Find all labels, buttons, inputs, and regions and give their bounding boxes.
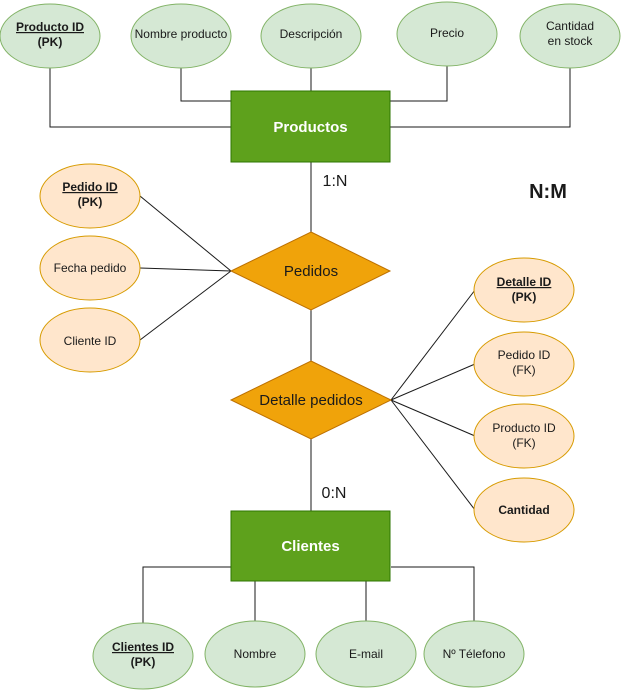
attribute-cantidad-stock[interactable]: Cantidad en stock xyxy=(519,3,621,69)
line-clientes-id xyxy=(142,566,231,624)
line-fecha-pedido xyxy=(139,267,232,272)
line-detalle-cantidad xyxy=(390,399,476,511)
attribute-nombre-producto[interactable]: Nombre producto xyxy=(130,3,232,69)
attribute-email-label: E-mail xyxy=(349,647,383,661)
line-nombre-producto xyxy=(180,68,231,102)
connector-lines xyxy=(49,66,571,624)
attribute-clientes-id-key: (PK) xyxy=(131,655,156,669)
attribute-detalle-pedido-id[interactable]: Pedido ID (FK) xyxy=(473,331,575,397)
cardinality-1n: 1:N xyxy=(323,173,348,190)
attribute-pedido-id-key: (PK) xyxy=(78,195,103,209)
attribute-clientes-id[interactable]: Clientes ID (PK) xyxy=(92,622,194,690)
cardinality-0n: 0:N xyxy=(322,485,347,502)
attribute-telefono[interactable]: Nº Télefono xyxy=(423,620,525,688)
attribute-precio-label: Precio xyxy=(430,26,464,40)
line-detalle-producto-id xyxy=(390,399,476,437)
relationship-detalle-pedidos-label: Detalle pedidos xyxy=(259,392,362,409)
attribute-fecha-pedido[interactable]: Fecha pedido xyxy=(39,235,141,301)
attribute-cliente-id[interactable]: Cliente ID xyxy=(39,307,141,373)
attribute-precio[interactable]: Precio xyxy=(396,1,498,67)
relationship-pedidos[interactable]: Pedidos xyxy=(229,231,392,311)
line-pedido-id xyxy=(139,195,232,272)
line-producto-id xyxy=(49,68,231,128)
line-precio xyxy=(390,66,448,102)
entity-productos-label: Productos xyxy=(273,119,347,136)
attribute-cantidad[interactable]: Cantidad xyxy=(473,477,575,543)
attribute-pedido-id[interactable]: Pedido ID (PK) xyxy=(39,163,141,229)
attribute-producto-id-key: (PK) xyxy=(38,35,63,49)
attribute-detalle-id-label: Detalle ID xyxy=(497,275,552,289)
attribute-cantidad-label: Cantidad xyxy=(498,503,549,517)
line-cliente-id xyxy=(139,270,232,341)
attribute-cantidad-stock-label-2: en stock xyxy=(548,34,594,48)
attribute-telefono-label: Nº Télefono xyxy=(443,647,506,661)
line-detalle-pedido-id xyxy=(390,363,476,401)
line-detalle-id xyxy=(390,289,476,401)
entity-clientes[interactable]: Clientes xyxy=(230,510,391,582)
attribute-detalle-id-key: (PK) xyxy=(512,290,537,304)
attribute-detalle-pedido-id-key: (FK) xyxy=(512,363,535,377)
relationship-pedidos-label: Pedidos xyxy=(284,263,338,280)
cardinality-nm: N:M xyxy=(529,181,567,203)
attribute-detalle-pedido-id-label: Pedido ID xyxy=(498,348,551,362)
attribute-cantidad-stock-label-1: Cantidad xyxy=(546,19,594,33)
attribute-nombre-label: Nombre xyxy=(234,647,277,661)
line-telefono xyxy=(391,566,475,624)
attribute-producto-id[interactable]: Producto ID (PK) xyxy=(0,3,101,69)
attribute-fecha-pedido-label: Fecha pedido xyxy=(54,261,127,275)
line-cantidad-stock xyxy=(390,68,571,128)
attribute-nombre-producto-label: Nombre producto xyxy=(135,27,228,41)
attribute-pedido-id-label: Pedido ID xyxy=(62,180,118,194)
attribute-detalle-producto-id-key: (FK) xyxy=(512,436,535,450)
attribute-descripcion[interactable]: Descripción xyxy=(260,3,362,69)
entity-clientes-label: Clientes xyxy=(281,538,339,555)
attribute-detalle-producto-id-label: Producto ID xyxy=(492,421,556,435)
entity-productos[interactable]: Productos xyxy=(230,90,391,163)
relationship-detalle-pedidos[interactable]: Detalle pedidos xyxy=(229,360,393,440)
attribute-detalle-producto-id[interactable]: Producto ID (FK) xyxy=(473,403,575,469)
attribute-producto-id-label: Producto ID xyxy=(16,20,84,34)
attribute-descripcion-label: Descripción xyxy=(280,27,343,41)
attribute-detalle-id[interactable]: Detalle ID (PK) xyxy=(473,257,575,323)
attribute-nombre[interactable]: Nombre xyxy=(204,620,306,688)
attribute-email[interactable]: E-mail xyxy=(315,620,417,688)
attribute-cliente-id-label: Cliente ID xyxy=(64,334,117,348)
attribute-clientes-id-label: Clientes ID xyxy=(112,640,174,654)
